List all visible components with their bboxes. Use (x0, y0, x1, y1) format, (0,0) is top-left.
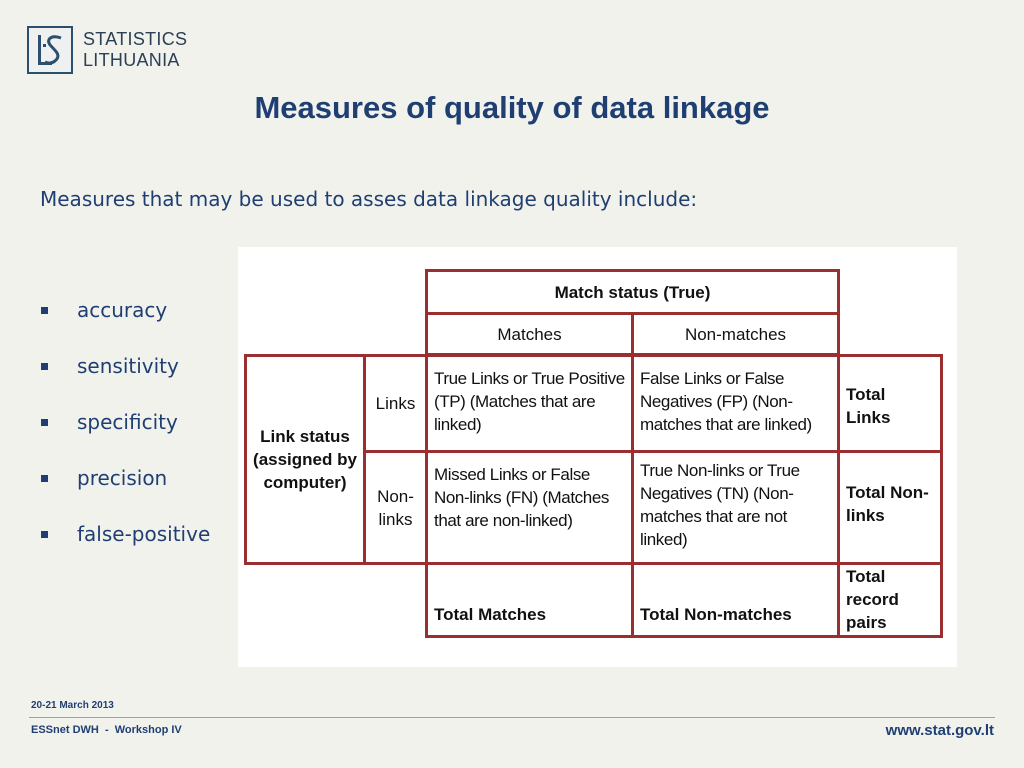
square-bullet-icon (41, 531, 48, 538)
false-positive-cell: False Links or False Negatives (FP) (Non… (631, 354, 840, 453)
linkage-table-figure: Match status (True) Matches Non-matches … (238, 247, 957, 667)
logo-line-1: STATISTICS (83, 29, 188, 49)
square-bullet-icon (41, 475, 48, 482)
total-non-links-cell: Total Non-links (837, 450, 943, 565)
non-matches-header: Non-matches (631, 312, 840, 356)
square-bullet-icon (41, 363, 48, 370)
total-non-matches-cell: Total Non-matches (631, 562, 840, 638)
true-negative-cell: True Non-links or True Negatives (TN) (N… (631, 450, 840, 565)
total-links-cell: Total Links (837, 354, 943, 453)
footer-date: 20-21 March 2013 (31, 700, 114, 711)
total-matches-cell: Total Matches (425, 562, 634, 638)
false-negative-cell: Missed Links or False Non-links (FN) (Ma… (425, 450, 634, 565)
true-positive-cell: True Links or True Positive (TP) (Matche… (425, 354, 634, 453)
links-row-header: Links (363, 354, 428, 453)
square-bullet-icon (41, 419, 48, 426)
slide-title: Measures of quality of data linkage (254, 90, 770, 125)
intro-text: Measures that may be used to asses data … (40, 187, 698, 211)
footer-url-link[interactable]: www.stat.gov.lt (885, 722, 994, 739)
logo-line-2: LITHUANIA (83, 50, 180, 70)
square-bullet-icon (41, 307, 48, 314)
matches-header: Matches (425, 312, 634, 356)
total-record-pairs-cell: Total record pairs (837, 562, 943, 638)
statistics-lithuania-logo-icon (27, 26, 73, 74)
footer-divider (29, 717, 995, 718)
logo-text: STATISTICS LITHUANIA (83, 29, 187, 71)
match-status-header: Match status (True) (425, 269, 840, 315)
link-status-header: Link status (assigned by computer) (244, 354, 366, 565)
logo: STATISTICS LITHUANIA (27, 26, 197, 78)
footer-event: ESSnet DWH - Workshop IV (31, 724, 182, 736)
non-links-row-header: Non-links (363, 450, 428, 565)
